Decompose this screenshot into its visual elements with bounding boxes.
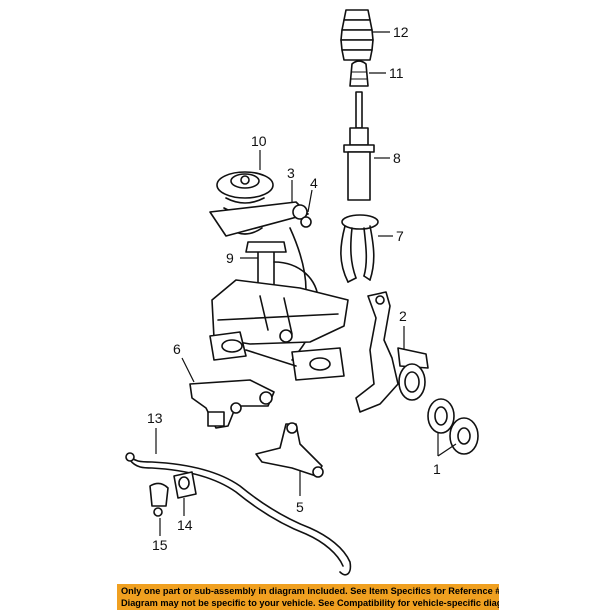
label-9: 9 [226,250,234,266]
label-14: 14 [177,517,193,533]
label-6: 6 [173,341,181,357]
part-8-strut [343,91,390,201]
label-13: 13 [147,410,163,426]
label-3: 3 [287,165,295,181]
label-2: 2 [399,308,407,324]
label-12: 12 [393,24,409,40]
part-2-steering-knuckle [355,291,429,413]
part-13-stabilizer-bar [125,428,352,576]
label-8: 8 [393,150,401,166]
part-5-lower-arm [255,422,324,496]
suspension-exploded-diagram: 1 2 3 4 5 6 7 8 9 10 11 12 13 14 15 [125,9,479,576]
disclaimer-banner: Only one part or sub-assembly in diagram… [117,584,499,610]
part-7-strut-fork [340,214,393,283]
label-4: 4 [310,175,318,191]
subframe-cradle [209,279,349,381]
label-7: 7 [396,228,404,244]
part-6-lower-control-arm [181,357,275,429]
label-5: 5 [296,499,304,515]
label-15: 15 [152,537,168,553]
part-11-bump-stop [349,60,386,87]
part-12-strut-boot [340,9,390,61]
disclaimer-line-1: Only one part or sub-assembly in diagram… [121,586,499,596]
label-1: 1 [433,461,441,477]
label-10: 10 [251,133,267,149]
part-15-bracket [149,482,169,536]
label-11: 11 [389,65,404,81]
part-14-bushing [173,471,197,516]
disclaimer-line-2: Diagram may not be specific to your vehi… [121,598,499,608]
part-1-hub-bearing [398,363,479,457]
